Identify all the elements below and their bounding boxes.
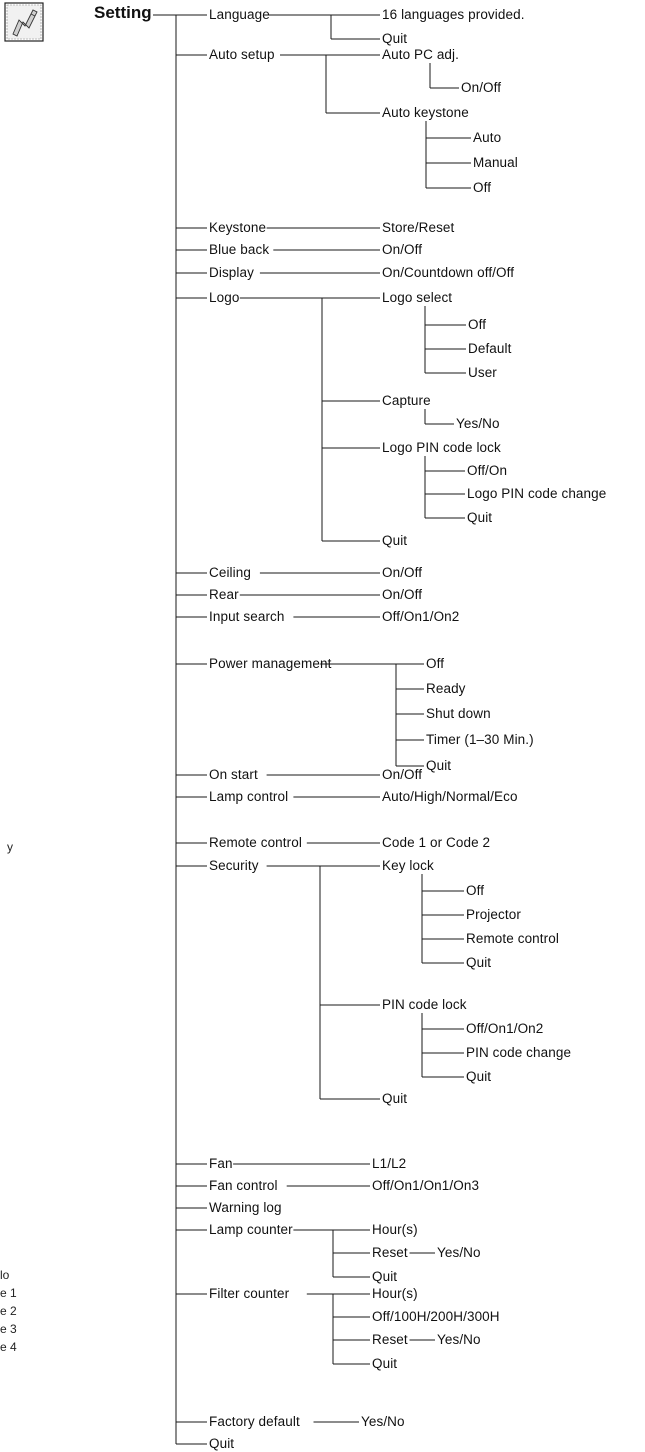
submenu-item-auto-keystone: Auto keystone <box>382 105 469 120</box>
option-quit: Quit <box>466 955 492 970</box>
option-user: User <box>468 365 497 380</box>
option-on-off: On/Off <box>382 242 423 257</box>
menu-item-language: Language <box>209 7 270 22</box>
submenu-item-off: Off <box>426 656 445 671</box>
option-l1-l2: L1/L2 <box>372 1156 407 1171</box>
menu-item-quit: Quit <box>209 1436 235 1451</box>
option-store-reset: Store/Reset <box>382 220 455 235</box>
submenu-item-pin-code-lock: PIN code lock <box>382 997 467 1012</box>
submenu-item-shut-down: Shut down <box>426 706 491 721</box>
menu-item-auto-setup: Auto setup <box>209 47 275 62</box>
option-yes-no: Yes/No <box>456 416 500 431</box>
submenu-item-quit: Quit <box>372 1269 398 1284</box>
option-on-off: On/Off <box>382 565 423 580</box>
submenu-item-reset: Reset <box>372 1245 408 1260</box>
menu-item-display: Display <box>209 265 254 280</box>
menu-item-logo: Logo <box>209 290 240 305</box>
option-pin-code-change: PIN code change <box>466 1045 572 1060</box>
submenu-item-quit: Quit <box>372 1356 398 1371</box>
option-remote-control: Remote control <box>466 931 559 946</box>
edge-fragment: e 4 <box>0 1340 17 1354</box>
submenu-item-quit: Quit <box>382 533 408 548</box>
option-on-off: On/Off <box>461 80 502 95</box>
root-label: Setting <box>94 3 152 22</box>
submenu-item-hour-s: Hour(s) <box>372 1222 418 1237</box>
option-manual: Manual <box>473 155 518 170</box>
option-yes-no: Yes/No <box>437 1245 481 1260</box>
menu-item-fan-control: Fan control <box>209 1178 278 1193</box>
option-on-countdown-off-off: On/Countdown off/Off <box>382 265 515 280</box>
edge-fragment: e 1 <box>0 1286 17 1300</box>
submenu-item-quit: Quit <box>426 758 452 773</box>
menu-item-rear: Rear <box>209 587 239 602</box>
option-off-on: Off/On <box>467 463 508 478</box>
menu-item-fan: Fan <box>209 1156 233 1171</box>
menu-item-ceiling: Ceiling <box>209 565 251 580</box>
submenu-item-logo-pin-code-lock: Logo PIN code lock <box>382 440 501 455</box>
option-code-1-or-code-2: Code 1 or Code 2 <box>382 835 491 850</box>
menu-item-warning-log: Warning log <box>209 1200 282 1215</box>
edge-fragment: y <box>7 840 13 854</box>
option-off-on1-on1-on3: Off/On1/On1/On3 <box>372 1178 480 1193</box>
submenu-item-capture: Capture <box>382 393 431 408</box>
option-logo-pin-code-change: Logo PIN code change <box>467 486 607 501</box>
submenu-item-ready: Ready <box>426 681 466 696</box>
submenu-item-reset: Reset <box>372 1332 408 1347</box>
submenu-item-quit: Quit <box>382 31 408 46</box>
submenu-item-auto-pc-adj: Auto PC adj. <box>382 47 459 62</box>
edge-fragment: e 2 <box>0 1304 17 1318</box>
option-off-on1-on2: Off/On1/On2 <box>382 609 460 624</box>
option-yes-no: Yes/No <box>437 1332 481 1347</box>
menu-item-remote-control: Remote control <box>209 835 302 850</box>
menu-item-security: Security <box>209 858 259 873</box>
option-auto-high-normal-eco: Auto/High/Normal/Eco <box>382 789 518 804</box>
option-off: Off <box>473 180 492 195</box>
menu-item-keystone: Keystone <box>209 220 267 235</box>
option-default: Default <box>468 341 512 356</box>
option-projector: Projector <box>466 907 521 922</box>
option-off: Off <box>468 317 487 332</box>
submenu-item-key-lock: Key lock <box>382 858 434 873</box>
option-on-off: On/Off <box>382 767 423 782</box>
submenu-item-logo-select: Logo select <box>382 290 453 305</box>
menu-item-lamp-control: Lamp control <box>209 789 289 804</box>
menu-item-blue-back: Blue back <box>209 242 270 257</box>
menu-item-filter-counter: Filter counter <box>209 1286 290 1301</box>
option-off: Off <box>466 883 485 898</box>
option-yes-no: Yes/No <box>361 1414 405 1429</box>
menu-item-lamp-counter: Lamp counter <box>209 1222 293 1237</box>
edge-fragment: e 3 <box>0 1322 17 1336</box>
submenu-item-timer-1-30-min: Timer (1–30 Min.) <box>426 732 534 747</box>
option-quit: Quit <box>467 510 493 525</box>
option-auto: Auto <box>473 130 502 145</box>
menu-item-input-search: Input search <box>209 609 285 624</box>
option-quit: Quit <box>466 1069 492 1084</box>
option-on-off: On/Off <box>382 587 423 602</box>
menu-item-factory-default: Factory default <box>209 1414 300 1429</box>
menu-item-power-management: Power management <box>209 656 332 671</box>
submenu-item-quit: Quit <box>382 1091 408 1106</box>
edge-fragment: lo <box>0 1268 10 1282</box>
menu-item-on-start: On start <box>209 767 258 782</box>
submenu-item-hour-s: Hour(s) <box>372 1286 418 1301</box>
submenu-item-off-100h-200h-300h: Off/100H/200H/300H <box>372 1309 500 1324</box>
setting-menu-icon <box>4 2 44 42</box>
option-off-on1-on2: Off/On1/On2 <box>466 1021 544 1036</box>
submenu-item-16-languages-provided: 16 languages provided. <box>382 7 525 22</box>
